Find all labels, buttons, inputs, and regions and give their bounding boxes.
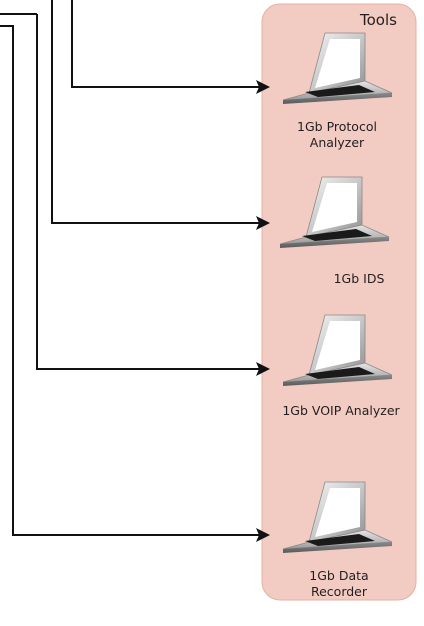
tool-label-line: Analyzer bbox=[310, 135, 365, 150]
tool-protocol-analyzer: 1Gb Protocol Analyzer bbox=[282, 32, 393, 150]
panel-title: Tools bbox=[359, 11, 397, 29]
connector-line-2 bbox=[51, 0, 262, 224]
laptop-icon bbox=[282, 32, 393, 104]
tool-ids: 1Gb IDS bbox=[279, 176, 390, 286]
connector-line-3 bbox=[36, 14, 262, 370]
tool-data-recorder: 1Gb Data Recorder bbox=[282, 481, 393, 599]
arrowhead-4 bbox=[256, 528, 270, 542]
arrowheads bbox=[256, 80, 270, 542]
connector-line-1 bbox=[71, 0, 262, 88]
connectors bbox=[0, 0, 262, 536]
tool-label-line: Recorder bbox=[311, 584, 368, 599]
tool-label-line: 1Gb IDS bbox=[334, 271, 385, 286]
tool-label-line: 1Gb Protocol bbox=[297, 119, 377, 134]
arrowhead-1 bbox=[256, 80, 270, 94]
tool-voip-analyzer: 1Gb VOIP Analyzer bbox=[282, 314, 401, 418]
laptop-icon bbox=[279, 176, 390, 248]
connector-line-5 bbox=[0, 25, 262, 536]
arrowhead-2 bbox=[256, 216, 270, 230]
tools-panel bbox=[261, 3, 417, 601]
tool-label-line: 1Gb VOIP Analyzer bbox=[282, 403, 400, 418]
arrowhead-3 bbox=[256, 362, 270, 376]
tool-label-line: 1Gb Data bbox=[309, 568, 368, 583]
laptop-icon bbox=[282, 481, 393, 553]
laptop-icon bbox=[282, 314, 393, 386]
